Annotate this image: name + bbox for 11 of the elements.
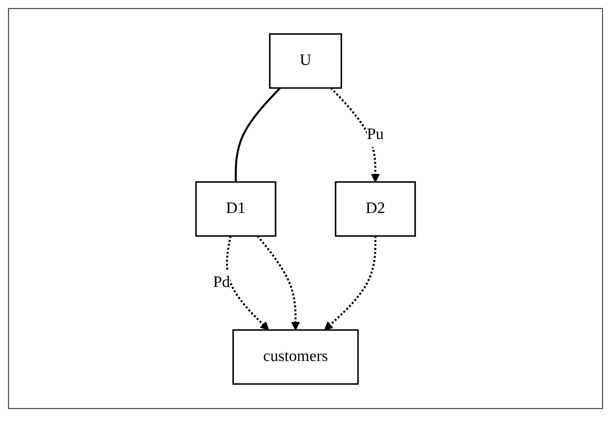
node-box: D2 <box>334 180 416 236</box>
arrow <box>226 235 269 330</box>
connector <box>234 86 281 182</box>
arrow <box>256 234 300 330</box>
edge-label: Pd <box>213 274 230 290</box>
node-box: D1 <box>195 180 276 236</box>
arrow <box>330 86 380 182</box>
edge-label: Pu <box>366 126 384 142</box>
node-box: customers <box>232 328 359 384</box>
arrow <box>324 236 376 330</box>
node-box: U <box>268 32 342 88</box>
